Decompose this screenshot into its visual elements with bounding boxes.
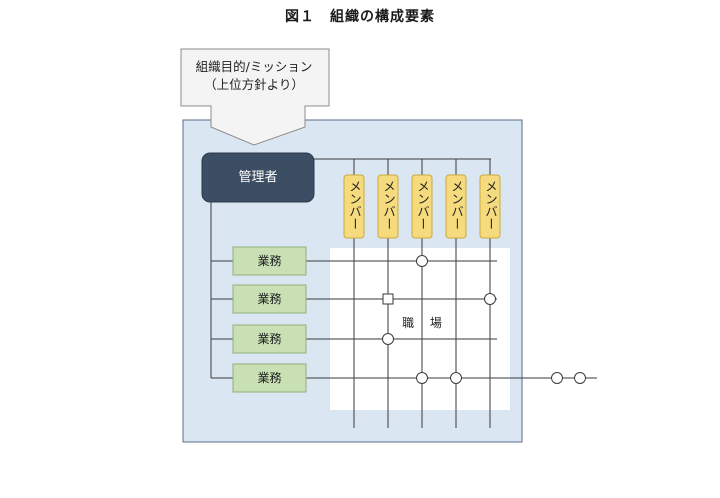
mission-line-2: （上位方針より） bbox=[204, 77, 304, 92]
member-box bbox=[377, 174, 399, 239]
manager-box bbox=[201, 152, 315, 203]
task-label: 業務 bbox=[257, 254, 282, 268]
junction-circle bbox=[551, 372, 563, 384]
member-box bbox=[411, 174, 433, 239]
member-boxes bbox=[343, 174, 501, 239]
member-label: メンバー bbox=[415, 180, 430, 230]
manager-label: 管理者 bbox=[238, 170, 278, 185]
workplace-label: 職 場 bbox=[402, 316, 448, 330]
mission-line-1: 組織目的/ミッション bbox=[195, 59, 313, 74]
task-label: 業務 bbox=[257, 292, 282, 306]
member-label: メンバー bbox=[347, 180, 362, 230]
junction-circle bbox=[416, 372, 428, 384]
task-box bbox=[232, 246, 307, 276]
junction-circle bbox=[450, 372, 462, 384]
junction-circle bbox=[574, 372, 586, 384]
task-label: 業務 bbox=[257, 332, 282, 346]
junction-circle bbox=[382, 333, 394, 345]
task-label: 業務 bbox=[257, 371, 282, 385]
task-box bbox=[232, 284, 307, 314]
task-box bbox=[232, 363, 307, 393]
junction-square bbox=[382, 293, 394, 305]
task-box bbox=[232, 324, 307, 354]
member-box bbox=[479, 174, 501, 239]
mission-arrow-callout bbox=[180, 48, 330, 146]
member-label: メンバー bbox=[381, 180, 396, 230]
junction-circle bbox=[484, 293, 496, 305]
member-label: メンバー bbox=[483, 180, 498, 230]
member-box bbox=[343, 174, 365, 239]
mission-label: 組織目的/ミッション （上位方針より） bbox=[180, 58, 328, 94]
task-boxes bbox=[232, 246, 307, 393]
member-label: メンバー bbox=[449, 180, 464, 230]
junction-circle bbox=[416, 255, 428, 267]
member-box bbox=[445, 174, 467, 239]
figure-title: 図１ 組織の構成要素 bbox=[285, 9, 435, 25]
